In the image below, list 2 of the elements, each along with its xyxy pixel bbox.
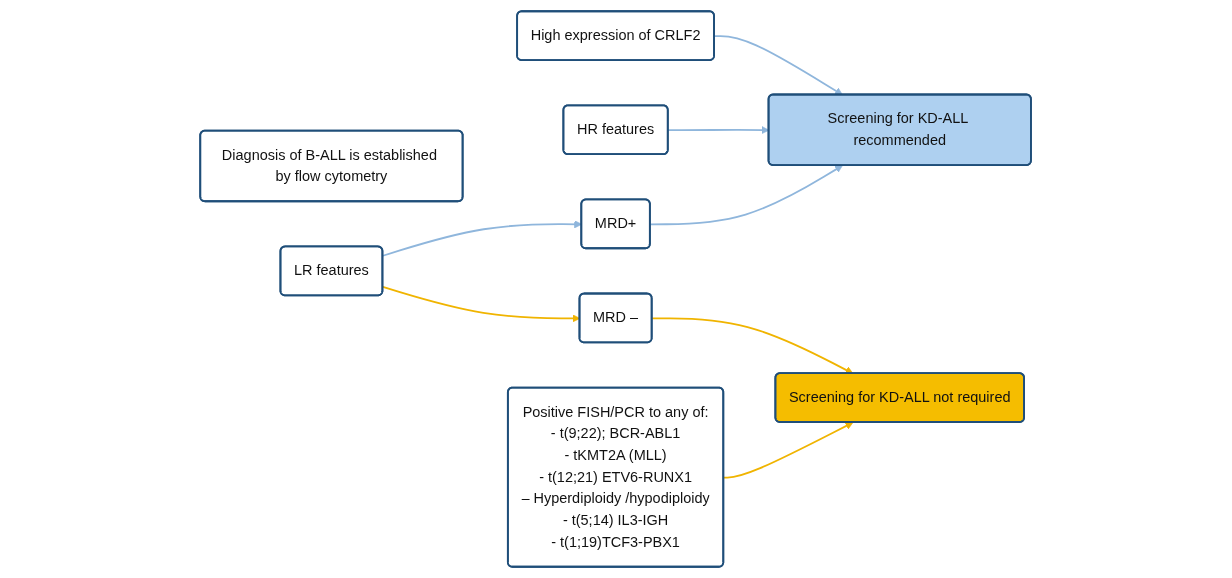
arrow	[723, 422, 854, 479]
arrow	[714, 35, 844, 96]
